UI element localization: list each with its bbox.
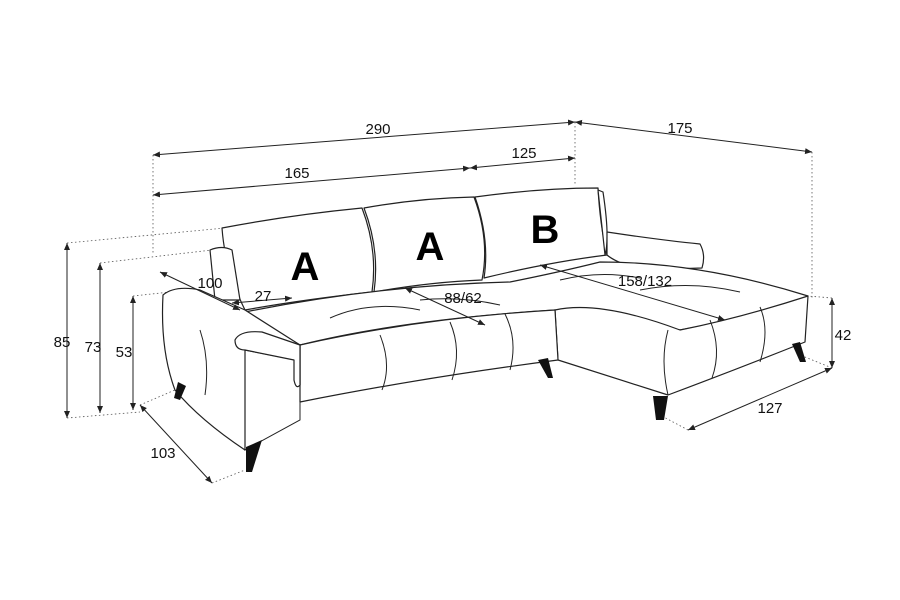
back-cushion-a2 [363,196,486,293]
cushion-label-b: B [531,208,560,252]
label-chaise-width: 125 [511,145,536,162]
label-back-height: 85 [54,334,71,351]
label-main-width: 165 [284,165,309,182]
label-chaise-seat-depth: 158/132 [618,273,672,290]
cushion-label-a2: A [416,225,445,269]
label-chaise-depth: 175 [667,120,692,137]
dimension-lines [64,119,835,484]
label-seat-depth: 88/62 [444,290,482,307]
dimension-labels: 290 175 165 125 85 73 53 42 103 127 100 … [54,120,852,462]
cushion-labels: A A B [291,208,560,289]
label-seat-height: 53 [116,344,133,361]
label-total-width: 290 [365,121,390,138]
label-arm-height: 73 [85,339,102,356]
label-chaise-front: 127 [757,400,782,417]
sofa-legs [174,342,806,472]
label-arm-width: 27 [255,288,272,305]
label-chaise-height: 42 [835,327,852,344]
label-arm-length: 100 [197,275,222,292]
label-depth: 103 [150,445,175,462]
cushion-label-a1: A [291,245,320,289]
sofa-drawing [161,187,809,451]
